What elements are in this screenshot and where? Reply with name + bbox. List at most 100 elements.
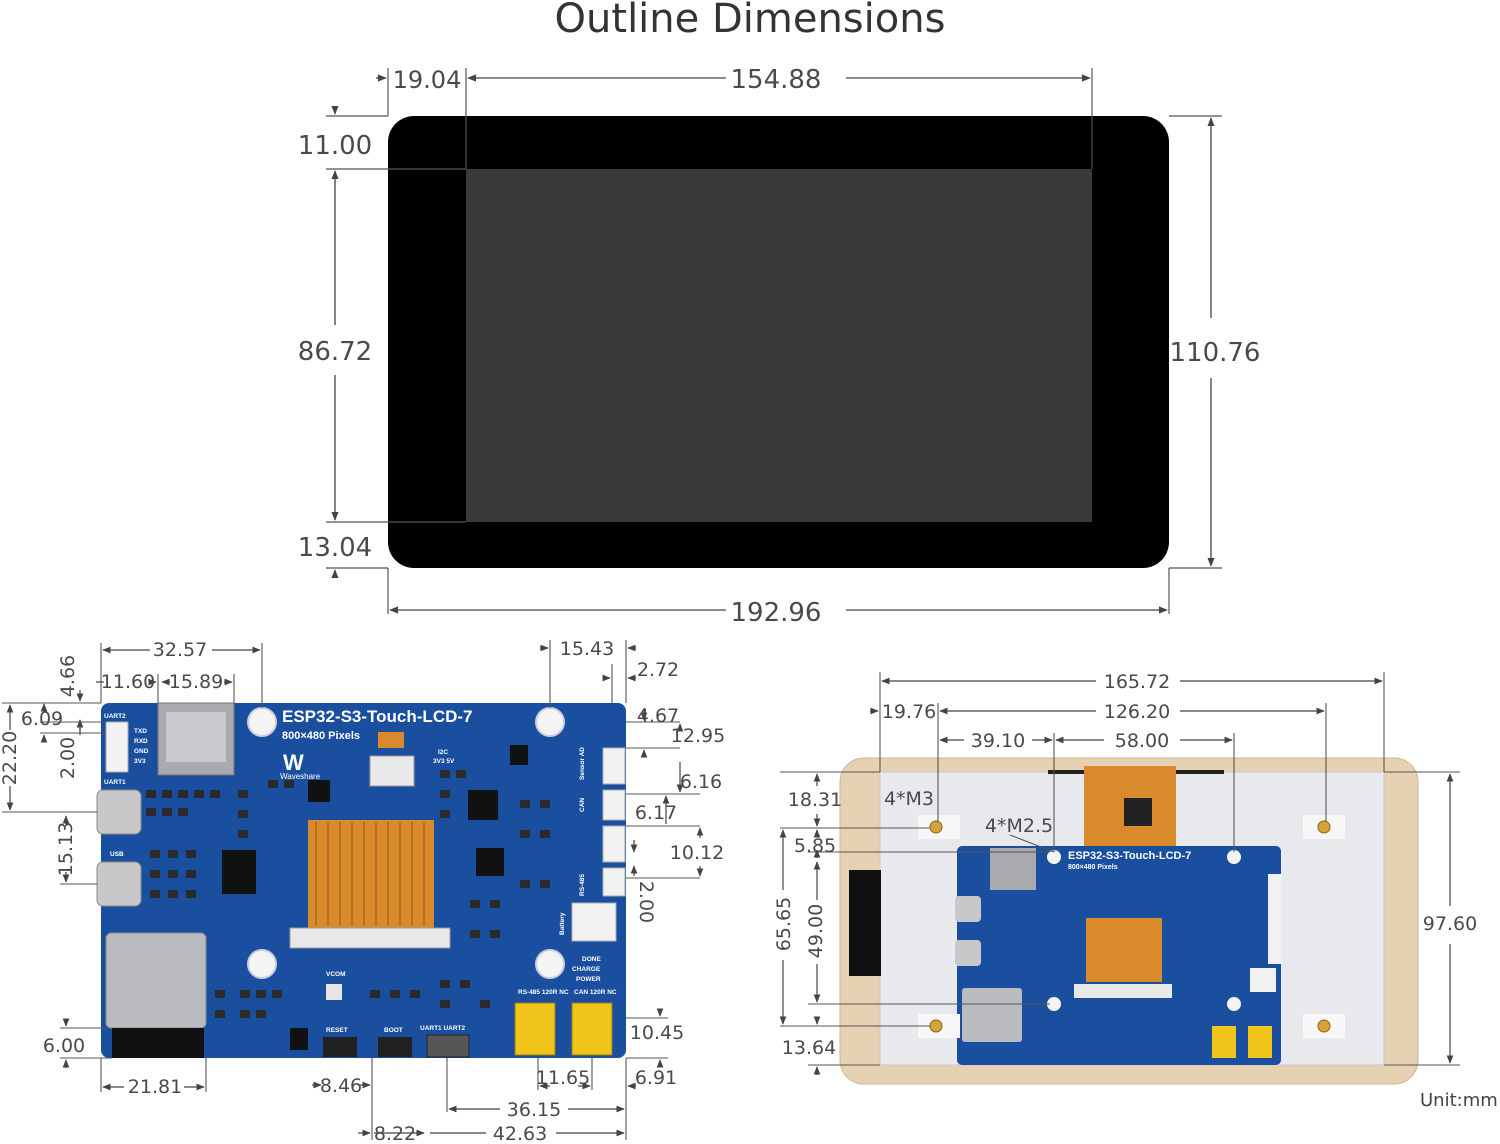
dim-8-22: 8.22 — [374, 1123, 416, 1144]
boot-button — [378, 1037, 412, 1057]
silk-3v3-5v: 3V3 5V — [433, 758, 455, 765]
chip-rtc — [222, 850, 256, 894]
waveshare-logo: Waveshare — [280, 772, 321, 781]
silk-sensor: Sensor AD — [579, 747, 586, 780]
fpc-cable — [308, 820, 434, 928]
silk-gnd: GND — [134, 748, 149, 755]
board-dimension-lines — [6, 644, 704, 1137]
uart2-connector — [105, 721, 129, 773]
dim-2-00-left: 2.00 — [57, 737, 79, 779]
chip-ic1 — [510, 745, 528, 765]
chip-io — [468, 790, 498, 820]
dim-11-60: 11.60 — [101, 671, 155, 693]
esp32-module — [105, 932, 207, 1029]
touch-connector — [369, 755, 415, 787]
dim-19-76: 19.76 — [882, 701, 936, 723]
touch-fpc — [378, 732, 404, 748]
dim-total-height: 110.76 — [1170, 338, 1261, 368]
display-active-area — [466, 169, 1092, 522]
dimension-lines — [331, 74, 1215, 614]
connector-sensor — [602, 747, 626, 785]
silk-charge: CHARGE — [572, 966, 601, 973]
silk-vcom: VCOM — [326, 971, 346, 978]
silk-3v3: 3V3 — [134, 758, 146, 765]
jumper-can — [571, 1002, 613, 1056]
mount-hole — [247, 949, 277, 979]
silk-power: POWER — [576, 976, 601, 983]
mount-hole — [535, 707, 565, 737]
chip-ic3 — [290, 1028, 308, 1050]
back-dimension-lines — [779, 677, 1454, 1075]
dim-4-66: 4.66 — [57, 655, 79, 697]
board-extension-lines — [2, 640, 700, 1140]
silk-reset: RESET — [326, 1027, 348, 1034]
back-board-label: ESP32-S3-Touch-LCD-7 — [1068, 850, 1191, 862]
dim-32-57: 32.57 — [153, 639, 207, 661]
dim-15-13: 15.13 — [55, 822, 77, 876]
dim-49-00: 49.00 — [805, 904, 827, 958]
chip-ic2 — [476, 848, 504, 876]
dim-bezel-bottom: 13.04 — [298, 533, 372, 563]
dim-2-00-right: 2.00 — [635, 881, 657, 923]
back-board-sublabel: 800×480 Pixels — [1068, 864, 1118, 871]
dim-42-63: 42.63 — [493, 1123, 547, 1144]
silk-rxd: RXD — [134, 738, 148, 745]
dim-65-65: 65.65 — [773, 897, 795, 951]
vcom-pot — [326, 984, 342, 1000]
dim-6-00: 6.00 — [43, 1035, 85, 1057]
dim-6-17: 6.17 — [635, 802, 677, 824]
page-title: Outline Dimensions — [554, 0, 946, 42]
board-label: ESP32-S3-Touch-LCD-7 — [282, 707, 473, 726]
silk-uart2: UART2 — [104, 713, 126, 720]
uart-switch — [426, 1034, 470, 1058]
standoffs — [918, 815, 1345, 1038]
dim-12-95: 12.95 — [671, 725, 725, 747]
dim-39-10: 39.10 — [971, 730, 1025, 752]
silk-rs485: RS-485 — [579, 874, 586, 896]
dim-18-31: 18.31 — [788, 789, 842, 811]
silk-can-120r: CAN 120R NC — [574, 989, 617, 996]
dim-36-15: 36.15 — [507, 1099, 561, 1121]
dim-total-width: 192.96 — [731, 598, 822, 628]
connector-rs485 — [602, 867, 626, 897]
side-cutout — [849, 870, 881, 976]
mount-hole — [535, 949, 565, 979]
dim-15-89: 15.89 — [169, 671, 223, 693]
dim-6-91: 6.91 — [635, 1067, 677, 1089]
silk-uart1: UART1 — [104, 779, 126, 786]
dim-97-60: 97.60 — [1423, 913, 1477, 935]
jumper-rs485 — [514, 1002, 556, 1056]
dim-10-45: 10.45 — [630, 1022, 684, 1044]
reset-button — [323, 1037, 357, 1057]
dim-4-67: 4.67 — [637, 705, 679, 727]
front-view: 19.04 154.88 11.00 86.72 13.04 110.76 19… — [298, 65, 1261, 628]
silk-rs485-120r: RS-485 120R NC — [518, 989, 569, 996]
chip-reg — [308, 780, 330, 802]
dim-11-65: 11.65 — [536, 1067, 590, 1089]
silk-usb: USB — [110, 851, 124, 858]
mount-hole — [247, 707, 277, 737]
dim-5-85: 5.85 — [794, 835, 836, 857]
board-view: ESP32-S3-Touch-LCD-7 800×480 Pixels Wave… — [0, 638, 725, 1144]
dim-bezel-top: 11.00 — [298, 131, 372, 161]
usb-c-port-usb — [96, 861, 142, 907]
label-4-m3: 4*M3 — [884, 788, 934, 810]
silk-done: DONE — [582, 956, 601, 963]
connector-can — [602, 789, 626, 821]
extension-lines — [326, 68, 1222, 614]
dim-22-20: 22.20 — [0, 731, 21, 785]
connector-i2c — [602, 825, 626, 863]
dim-screen-height: 86.72 — [298, 337, 372, 367]
dim-13-64: 13.64 — [782, 1037, 836, 1059]
label-4-m2-5: 4*M2.5 — [985, 815, 1053, 837]
silk-boot: BOOT — [384, 1027, 403, 1034]
dim-6-16: 6.16 — [680, 771, 722, 793]
dim-screen-width: 154.88 — [731, 65, 822, 95]
waveshare-logo-mark: W — [283, 750, 304, 775]
dim-10-12: 10.12 — [670, 842, 724, 864]
dim-bezel-left: 19.04 — [393, 66, 462, 94]
dim-6-09: 6.09 — [21, 708, 63, 730]
usb-c-port-uart1 — [96, 789, 142, 835]
dim-2-72: 2.72 — [637, 659, 679, 681]
